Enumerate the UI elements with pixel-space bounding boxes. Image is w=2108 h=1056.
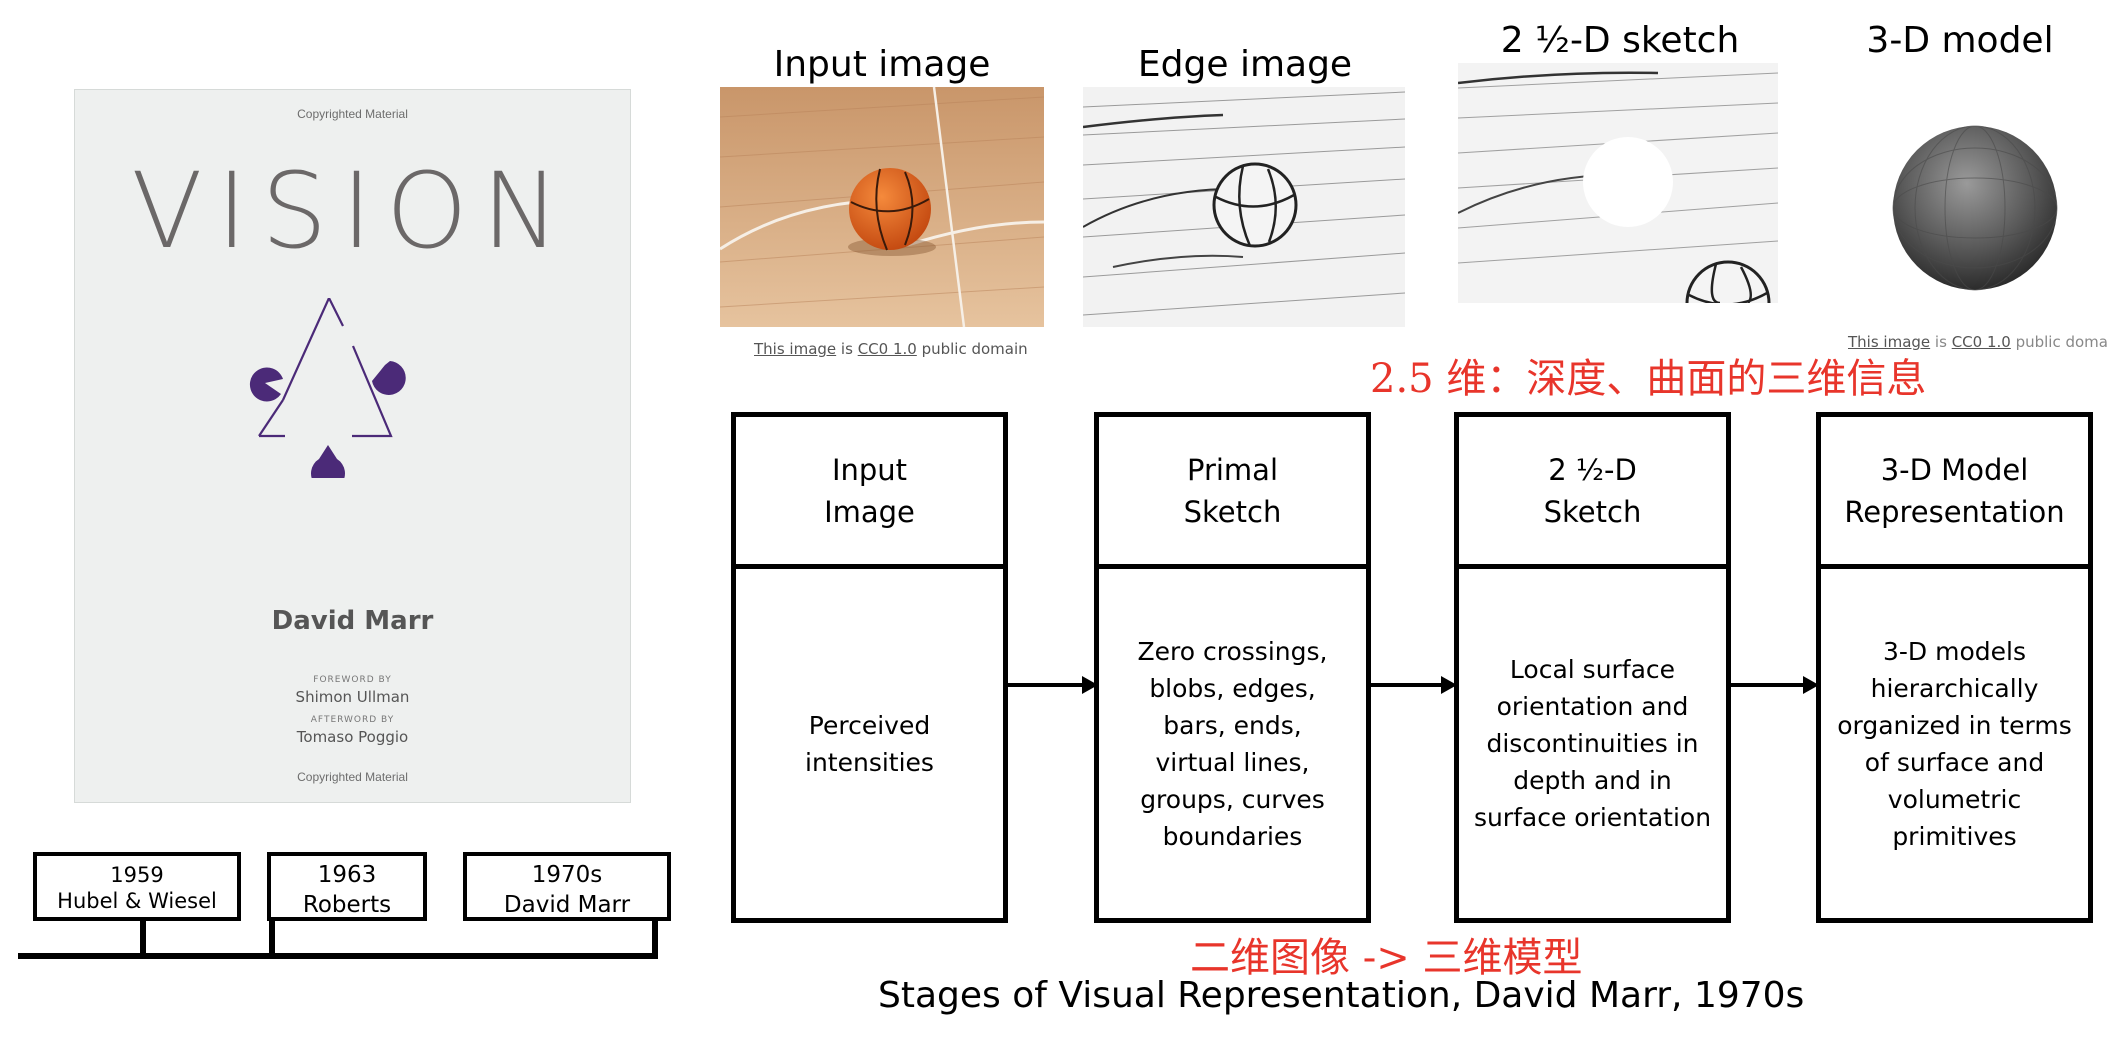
credit-link-image[interactable]: This image	[1848, 333, 1931, 351]
credit-text: is	[1930, 333, 1952, 351]
image-credit: This image is CC0 1.0 public domain	[754, 340, 1028, 358]
timeline-year: 1959	[110, 863, 164, 887]
pipeline-stage-input: Input Image Perceived intensities	[731, 412, 1008, 923]
credit-link-image[interactable]: This image	[754, 340, 837, 358]
timeline-event: 1963 Roberts	[267, 852, 427, 921]
annotation-2-5d: 2.5 维：深度、曲面的三维信息	[1370, 356, 1927, 402]
edge-image-basketball	[1083, 87, 1405, 327]
credit-link-license[interactable]: CC0 1.0	[857, 340, 917, 358]
pipeline-stage-primal: Primal Sketch Zero crossings, blobs, edg…	[1094, 412, 1371, 923]
timeline-event: 1970s David Marr	[463, 852, 671, 921]
timeline-year: 1963	[317, 862, 377, 888]
stage-title-3d: 3-D model	[1866, 20, 2054, 61]
sketch-image-basketball	[1458, 63, 1778, 303]
timeline-year: 1970s	[531, 862, 603, 888]
arrow-right-icon	[1006, 676, 1098, 694]
timeline-tick	[140, 918, 146, 956]
stage-title-edge: Edge image	[1137, 44, 1353, 85]
3d-model-sphere	[1892, 125, 2058, 291]
book-cover-vision: Copyrighted Material VISION David Marr F…	[74, 89, 631, 803]
credit-text: public domain	[916, 340, 1028, 358]
credit-link-license[interactable]: CC0 1.0	[1951, 333, 2011, 351]
timeline-event: 1959 Hubel & Wiesel	[33, 852, 241, 921]
timeline-name: Roberts	[302, 892, 392, 918]
book-copyright-bottom: Copyrighted Material	[297, 770, 408, 784]
annotation-2d-to-3d: 二维图像 -> 三维模型	[1190, 935, 1583, 981]
afterword-label: AFTERWORD BY	[310, 715, 395, 725]
stage-title-sketch: 2 ½-D sketch	[1500, 20, 1740, 61]
arrow-right-icon	[1369, 676, 1457, 694]
pipeline-stage-heading: Input Image	[736, 417, 1003, 569]
pipeline-stage-heading: Primal Sketch	[1099, 417, 1366, 569]
afterword-name: Tomaso Poggio	[296, 728, 409, 746]
pipeline-stage-heading: 3-D Model Representation	[1821, 417, 2088, 569]
pipeline-stage-description: Local surface orientation and discontinu…	[1473, 655, 1712, 832]
timeline-tick	[652, 918, 658, 958]
arrow-right-icon	[1729, 676, 1819, 694]
kanizsa-triangle-illustration	[249, 298, 406, 478]
foreword-name: Shimon Ullman	[295, 688, 410, 706]
timeline-axis	[18, 953, 658, 959]
input-image-basketball	[720, 87, 1044, 327]
pipeline-stage-description: Perceived intensities	[805, 710, 934, 777]
pipeline-stage-description: Zero crossings, blobs, edges, bars, ends…	[1137, 636, 1328, 851]
pipeline-stage-3d: 3-D Model Representation 3-D models hier…	[1816, 412, 2093, 923]
book-author: David Marr	[271, 606, 434, 636]
stage-title-input: Input image	[773, 44, 991, 85]
pipeline-stage-heading: 2 ½-D Sketch	[1459, 417, 1726, 569]
credit-text: public domain	[2015, 333, 2108, 351]
image-credit: This image is CC0 1.0 public domain	[1848, 333, 2108, 351]
pipeline-stage-description: 3-D models hierarchically organized in t…	[1837, 636, 2072, 851]
pipeline-stage-2-5d: 2 ½-D Sketch Local surface orientation a…	[1454, 412, 1731, 923]
credit-text: is	[836, 340, 858, 358]
timeline-name: Hubel & Wiesel	[57, 889, 217, 913]
book-copyright-top: Copyrighted Material	[297, 107, 408, 121]
timeline-name: David Marr	[503, 892, 631, 918]
diagram-caption: Stages of Visual Representation, David M…	[878, 975, 1805, 1016]
timeline-tick	[269, 918, 275, 956]
book-title: VISION	[131, 150, 574, 272]
foreword-label: FOREWORD BY	[313, 675, 392, 685]
